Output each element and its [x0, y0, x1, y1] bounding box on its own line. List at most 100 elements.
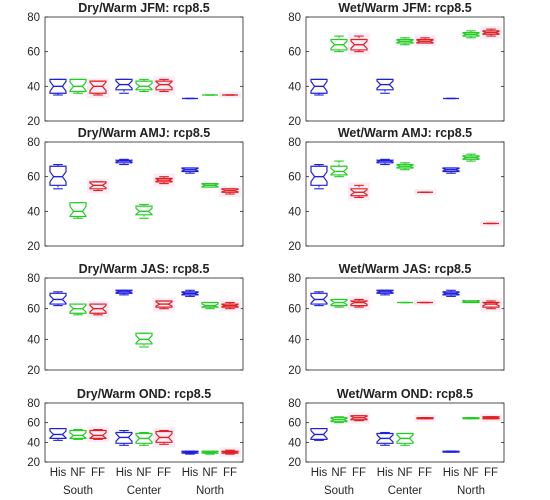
panel-title: Dry/Warm JFM: rcp8.5	[78, 1, 210, 15]
box-center-nf	[396, 432, 414, 446]
box-shade	[348, 33, 370, 55]
box-south-ff	[87, 301, 109, 318]
y-tick-label: 60	[27, 418, 40, 430]
box-shade	[414, 34, 436, 46]
box-body	[89, 429, 107, 439]
box-body	[482, 416, 500, 420]
box-north-ff	[219, 299, 241, 312]
y-tick-label: 80	[27, 273, 40, 285]
box-body	[376, 289, 394, 294]
panel-title: Wet/Warm JFM: rcp8.5	[338, 1, 471, 15]
y-tick-label: 80	[27, 12, 40, 24]
box-shade	[153, 298, 175, 312]
box-south-nf	[69, 202, 87, 219]
box-south-ff	[87, 178, 109, 194]
box-body	[135, 432, 153, 444]
axes-frame	[305, 402, 505, 463]
y-tick-label: 20	[27, 241, 40, 253]
box-north-his	[442, 167, 460, 174]
box-south-his	[49, 163, 67, 190]
box-center-his	[376, 431, 394, 446]
y-tick-label: 40	[288, 437, 301, 449]
y-tick-label: 80	[27, 137, 40, 149]
box-center-his	[376, 78, 394, 94]
box-body	[69, 429, 87, 439]
group-label: South	[63, 485, 93, 497]
box-north-nf	[201, 450, 219, 455]
y-tick-label: 60	[288, 418, 301, 430]
box-body	[49, 78, 67, 94]
box-center-ff	[414, 414, 436, 422]
box-body	[69, 78, 87, 93]
panel-title: Wet/Warm JAS: rcp8.5	[339, 262, 472, 276]
y-tick-label: 60	[288, 172, 301, 184]
box-north-his	[442, 289, 460, 297]
box-body	[89, 303, 107, 314]
box-body	[396, 163, 414, 169]
box-body	[49, 165, 67, 186]
axes-frame	[44, 402, 244, 463]
x-tick-label: FF	[352, 467, 366, 479]
panel-title: Dry/Warm AMJ: rcp8.5	[78, 126, 210, 140]
box-body	[330, 165, 348, 176]
x-tick-label: His	[50, 467, 67, 479]
y-tick-label: 60	[27, 304, 40, 316]
box-south-nf	[69, 428, 87, 440]
box-center-nf	[135, 332, 153, 348]
box-body	[442, 291, 460, 296]
box-body	[462, 155, 480, 160]
box-south-ff	[348, 412, 370, 424]
box-center-nf	[396, 37, 414, 46]
box-north-nf	[462, 30, 480, 39]
box-body	[115, 78, 133, 91]
box-south-ff	[348, 33, 370, 55]
x-tick-label: NF	[70, 467, 85, 479]
box-body	[310, 165, 328, 186]
x-tick-label: His	[377, 467, 394, 479]
axes-frame	[44, 16, 244, 122]
y-tick-label: 40	[27, 437, 40, 449]
box-body	[330, 298, 348, 307]
x-tick-label: NF	[463, 467, 478, 479]
box-body	[376, 159, 394, 164]
axes-frame	[44, 141, 244, 247]
x-tick-label: NF	[136, 467, 151, 479]
x-tick-label: NF	[202, 467, 217, 479]
y-tick-label: 20	[288, 365, 301, 377]
y-tick-label: 60	[288, 47, 301, 59]
box-south-his	[310, 78, 328, 96]
box-north-ff	[219, 185, 241, 197]
box-body	[201, 301, 219, 309]
box-south-his	[49, 427, 67, 441]
box-center-nf	[135, 431, 153, 446]
box-north-his	[181, 450, 199, 455]
y-tick-label: 20	[27, 116, 40, 128]
box-center-ff	[414, 189, 436, 196]
x-tick-label: His	[182, 467, 199, 479]
x-tick-label: FF	[418, 467, 432, 479]
box-center-ff	[153, 173, 175, 187]
box-body	[350, 188, 368, 197]
box-body	[376, 432, 394, 444]
box-body	[310, 292, 328, 305]
y-tick-label: 40	[27, 206, 40, 218]
x-tick-label: His	[311, 467, 328, 479]
box-south-nf	[69, 78, 87, 94]
box-north-nf	[462, 417, 480, 420]
box-body	[89, 181, 107, 190]
box-body	[350, 38, 368, 51]
y-tick-label: 40	[288, 81, 301, 93]
box-south-his	[49, 291, 67, 307]
box-body	[350, 415, 368, 421]
box-body	[181, 167, 199, 173]
box-shade	[348, 296, 370, 311]
y-tick-label: 20	[288, 116, 301, 128]
box-north-ff	[219, 92, 241, 98]
box-south-his	[310, 291, 328, 307]
box-north-nf	[201, 183, 219, 188]
box-north-ff	[480, 298, 502, 312]
